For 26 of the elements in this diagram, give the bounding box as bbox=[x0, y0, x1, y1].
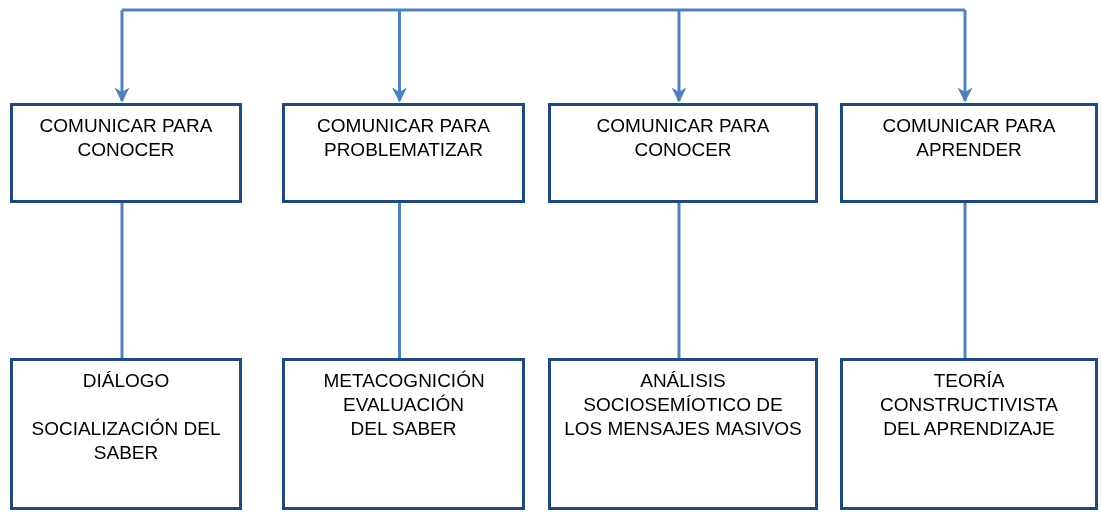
connector-line bbox=[677, 203, 681, 358]
concept-box bbox=[840, 358, 1098, 510]
concept-box bbox=[282, 358, 525, 510]
connector-line bbox=[963, 203, 967, 358]
box-text: TEORÍA CONSTRUCTIVISTA DEL APRENDIZAJE bbox=[878, 369, 1059, 441]
concept-box bbox=[10, 358, 242, 510]
concept-box bbox=[10, 103, 242, 203]
arrow bbox=[671, 10, 687, 103]
box-text: COMUNICAR PARA CONOCER bbox=[38, 114, 214, 162]
box-text: COMUNICAR PARA CONOCER bbox=[595, 114, 771, 162]
arrow bbox=[957, 10, 973, 103]
connector-line bbox=[120, 203, 124, 358]
box-text: DIÁLOGO bbox=[82, 369, 170, 393]
box-text: SOCIALIZACIÓN DEL SABER bbox=[30, 417, 222, 465]
connector-line bbox=[398, 203, 401, 358]
box-text: COMUNICAR PARA PROBLEMATIZAR bbox=[316, 114, 491, 162]
arrow bbox=[392, 10, 407, 103]
concept-box bbox=[548, 103, 818, 203]
box-text: COMUNICAR PARA APRENDER bbox=[881, 114, 1057, 162]
concept-box bbox=[282, 103, 525, 203]
box-text: ANÁLISIS SOCIOSEMÍOTICO DE LOS MENSAJES MASIVOS bbox=[563, 369, 803, 441]
box-text: METACOGNICIÓN EVALUACIÓN DEL SABER bbox=[323, 369, 484, 441]
concept-box bbox=[548, 358, 818, 510]
arrow bbox=[114, 10, 130, 103]
concept-box bbox=[840, 103, 1098, 203]
bus-line bbox=[122, 8, 965, 12]
